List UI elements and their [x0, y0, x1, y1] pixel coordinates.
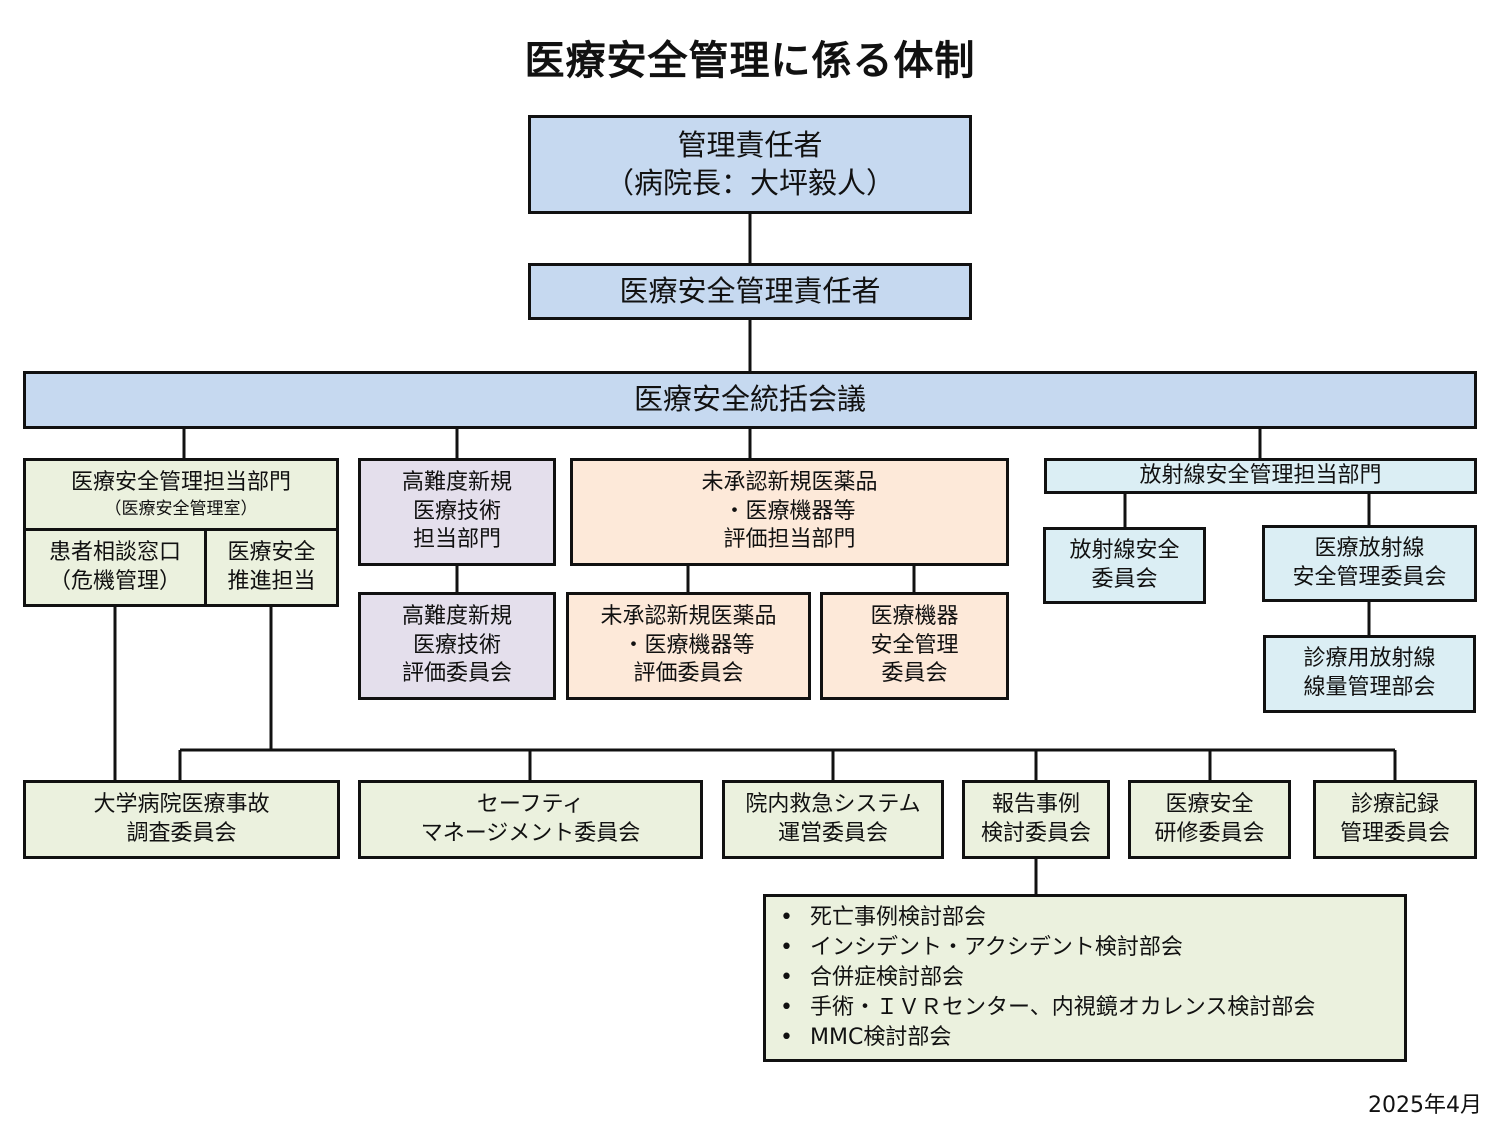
diagnostic-radiation-box: 診療用放射線 線量管理部会: [1263, 635, 1476, 713]
advanced-tech-committee-line3: 評価委員会: [401, 661, 512, 687]
bottom-committee-line2: マネージメント委員会: [420, 820, 641, 846]
medical-radiation-line2: 安全管理委員会: [1292, 564, 1447, 590]
patient-consult-sublabel: （危機管理）: [48, 568, 181, 594]
promotion-sublabel: 推進担当: [227, 568, 316, 594]
bottom-committee-line2: 調査委員会: [126, 820, 237, 846]
radiation-safety-box: 放射線安全 委員会: [1043, 527, 1206, 604]
unapproved-committee-box: 未承認新規医薬品 ・医療機器等 評価委員会: [566, 592, 811, 700]
bottom-committee: セーフティ マネージメント委員会: [358, 780, 703, 859]
list-item: 死亡事例検討部会: [780, 903, 1394, 933]
radiation-dept-box: 放射線安全管理担当部門: [1044, 458, 1477, 494]
unapproved-committee-line1: 未承認新規医薬品: [600, 604, 777, 630]
promotion-box: 医療安全 推進担当: [204, 528, 339, 607]
list-item: 手術・ＩＶＲセンター、内視鏡オカレンス検討部会: [780, 993, 1394, 1023]
bottom-committee: 報告事例 検討委員会: [962, 780, 1110, 859]
bottom-committee: 診療記録 管理委員会: [1313, 780, 1477, 859]
list-item: インシデント・アクシデント検討部会: [780, 933, 1394, 963]
bottom-committee-line1: 大学病院医療事故: [93, 791, 270, 817]
diagnostic-radiation-line2: 線量管理部会: [1303, 675, 1436, 700]
manager-box: 管理責任者 （病院長：大坪毅人）: [528, 115, 972, 214]
device-committee-line3: 委員会: [881, 661, 948, 687]
safety-dept-box: 医療安全管理担当部門 （医療安全管理室）: [23, 458, 339, 531]
advanced-tech-dept-line3: 担当部門: [412, 527, 501, 553]
unapproved-dept-line3: 評価担当部門: [723, 527, 856, 553]
date-label: 2025年4月: [1368, 1093, 1482, 1118]
council-box: 医療安全統括会議: [23, 371, 1477, 429]
advanced-tech-dept-line2: 医療技術: [412, 498, 501, 524]
bottom-committee-line2: 研修委員会: [1154, 820, 1265, 846]
advanced-tech-committee-box: 高難度新規 医療技術 評価委員会: [358, 592, 556, 700]
advanced-tech-committee-line2: 医療技術: [412, 632, 501, 658]
page-title: 医療安全管理に係る体制: [524, 38, 976, 84]
bottom-committee-line2: 検討委員会: [980, 820, 1091, 846]
advanced-tech-dept-box: 高難度新規 医療技術 担当部門: [358, 458, 556, 566]
unapproved-committee-line3: 評価委員会: [633, 661, 744, 687]
bottom-committee: 大学病院医療事故 調査委員会: [23, 780, 340, 859]
subcommittee-list-box: 死亡事例検討部会 インシデント・アクシデント検討部会 合併症検討部会 手術・ＩＶ…: [763, 894, 1407, 1062]
bottom-committee-line2: 運営委員会: [777, 820, 888, 846]
device-committee-line2: 安全管理: [870, 632, 959, 658]
council-label: 医療安全統括会議: [633, 382, 866, 417]
safety-dept-label: 医療安全管理担当部門: [70, 470, 291, 496]
diagnostic-radiation-line1: 診療用放射線: [1303, 646, 1436, 672]
bottom-committee-line2: 管理委員会: [1339, 820, 1450, 846]
bottom-committee-line1: 医療安全: [1165, 791, 1254, 817]
device-committee-line1: 医療機器: [870, 604, 959, 630]
radiation-safety-line2: 委員会: [1091, 566, 1158, 592]
manager-name: （病院長：大坪毅人）: [604, 165, 895, 200]
radiation-safety-line1: 放射線安全: [1069, 537, 1180, 563]
advanced-tech-committee-line1: 高難度新規: [401, 604, 512, 630]
advanced-tech-dept-line1: 高難度新規: [401, 470, 512, 496]
medical-radiation-line1: 医療放射線: [1314, 535, 1425, 561]
bottom-committee-line1: 報告事例: [991, 791, 1080, 817]
bottom-committee-line1: 院内救急システム: [745, 791, 921, 817]
patient-consult-label: 患者相談窓口: [48, 539, 181, 565]
list-item: 合併症検討部会: [780, 963, 1394, 993]
promotion-label: 医療安全: [227, 539, 316, 565]
device-committee-box: 医療機器 安全管理 委員会: [820, 592, 1009, 700]
bottom-committee: 院内救急システム 運営委員会: [722, 780, 944, 859]
patient-consult-box: 患者相談窓口 （危機管理）: [23, 528, 207, 607]
safety-dept-sublabel: （医療安全管理室）: [104, 498, 258, 519]
unapproved-dept-line2: ・医療機器等: [723, 498, 856, 524]
unapproved-dept-box: 未承認新規医薬品 ・医療機器等 評価担当部門: [570, 458, 1009, 566]
radiation-dept-label: 放射線安全管理担当部門: [1139, 462, 1382, 488]
manager-title: 管理責任者: [677, 127, 823, 162]
list-item: MMC検討部会: [780, 1023, 1394, 1053]
unapproved-committee-line2: ・医療機器等: [622, 632, 755, 658]
medical-radiation-box: 医療放射線 安全管理委員会: [1262, 525, 1477, 602]
bottom-committee-line1: 診療記録: [1350, 791, 1439, 817]
bottom-committee-line1: セーフティ: [476, 791, 585, 817]
safety-manager-box: 医療安全管理責任者: [528, 263, 972, 320]
safety-manager-label: 医療安全管理責任者: [619, 273, 881, 308]
bottom-committee: 医療安全 研修委員会: [1128, 780, 1291, 859]
unapproved-dept-line1: 未承認新規医薬品: [701, 470, 878, 496]
